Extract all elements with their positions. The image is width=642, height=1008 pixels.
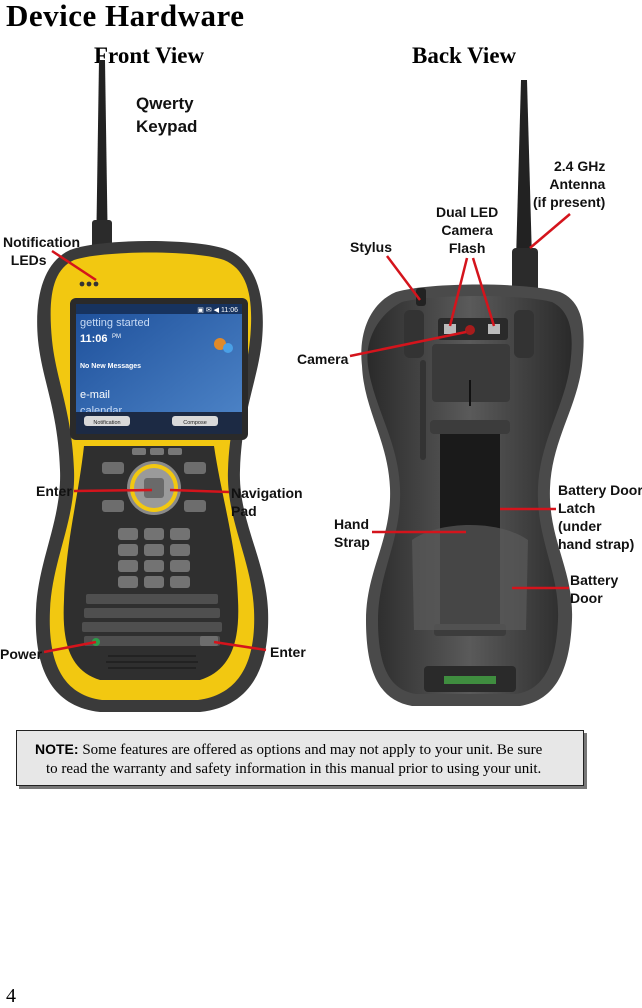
- front-callout-lines: [43, 249, 267, 654]
- notification-led-3: [93, 281, 99, 287]
- callout-navigation-pad: Navigation Pad: [231, 485, 303, 519]
- front-antenna: [96, 60, 108, 258]
- screen-bubble-blue: [223, 343, 233, 353]
- softkey-right: [172, 416, 218, 426]
- front-device: ▣ ✉ ◀ 11:06 getting started 11:06 PM No …: [35, 60, 269, 712]
- qwerty-enter-key: [200, 636, 218, 646]
- note-text-1: Some features are offered as options and…: [78, 742, 543, 758]
- callout-notification-leds: Notification LEDs: [3, 234, 80, 268]
- softkey-left-label: Notification: [93, 420, 120, 426]
- camera-flash-left: [444, 324, 456, 334]
- screen-heading: getting started: [80, 317, 150, 329]
- screen-bubble-orange: [214, 338, 226, 350]
- callout-battery-door-latch: Battery Door Latch (under hand strap): [558, 482, 642, 552]
- battery-door: [412, 525, 528, 630]
- back-view-title: Back View: [412, 43, 517, 68]
- callout-power: Power: [0, 646, 43, 662]
- connector-pins: [444, 676, 496, 684]
- callout-enter-right: Enter: [270, 644, 306, 660]
- camera-flash-right: [488, 324, 500, 334]
- note-line-1: NOTE: Some features are offered as optio…: [35, 740, 573, 760]
- page-number: 4: [6, 985, 16, 1007]
- notification-led-1: [79, 281, 85, 287]
- front-view-title: Front View: [94, 43, 205, 68]
- callout-camera: Camera: [297, 351, 349, 367]
- device-hardware-figure: ▣ ✉ ◀ 11:06 getting started 11:06 PM No …: [35, 60, 584, 712]
- note-line-2: to read the warranty and safety informat…: [46, 761, 542, 777]
- screen-time: 11:06: [80, 333, 108, 345]
- back-device: [361, 80, 584, 706]
- callout-dual-led-flash: Dual LED Camera Flash: [436, 204, 499, 256]
- page-title: Device Hardware: [6, 0, 245, 33]
- screen-ampm: PM: [112, 334, 121, 340]
- callout-stylus: Stylus: [350, 239, 393, 255]
- svg-text:▣ ✉ ◀ 11:06: ▣ ✉ ◀ 11:06: [197, 307, 238, 314]
- note-box: NOTE: Some features are offered as optio…: [16, 730, 584, 786]
- callout-battery-door: Battery Door: [570, 572, 619, 606]
- screen-messages: No New Messages: [80, 363, 141, 370]
- back-callout-lines: [349, 213, 571, 590]
- softkey-right-label: Compose: [183, 420, 207, 426]
- battery-compartment: [432, 344, 510, 402]
- stylus-body: [420, 360, 426, 460]
- screen-email: e-mail: [80, 389, 110, 401]
- nav-enter-key: [144, 478, 164, 498]
- callout-hand-strap: Hand Strap: [334, 516, 370, 550]
- note-label: NOTE:: [35, 741, 79, 757]
- notification-led-2: [86, 281, 92, 287]
- back-antenna: [515, 80, 533, 296]
- camera-lens: [465, 325, 475, 335]
- softkey-left: [84, 416, 130, 426]
- callout-antenna: 2.4 GHz Antenna (if present): [533, 158, 606, 210]
- callout-enter-left: Enter: [36, 483, 72, 499]
- stylus-top: [416, 288, 426, 306]
- callout-qwerty-keypad: Qwerty Keypad: [136, 94, 198, 136]
